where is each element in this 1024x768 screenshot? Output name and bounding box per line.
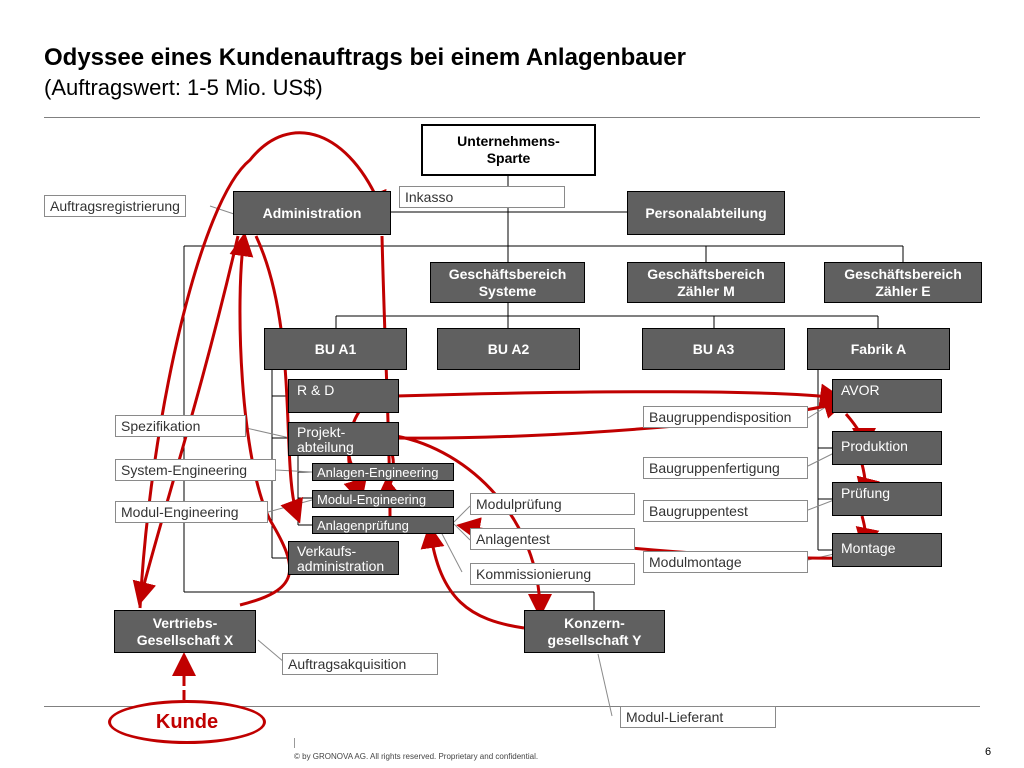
org-bu-a2: BU A2 xyxy=(437,328,580,370)
org-vertriebsgesellschaft-x: Vertriebs- Gesellschaft X xyxy=(114,610,256,653)
label-anlagentest: Anlagentest xyxy=(470,528,635,550)
label-spezifikation: Spezifikation xyxy=(115,415,246,437)
page-title: Odyssee eines Kundenauftrags bei einem A… xyxy=(44,44,686,71)
org-unternehmenssparte: Unternehmens- Sparte xyxy=(421,124,596,176)
org-anlagenpruefung: Anlagenprüfung xyxy=(312,516,454,534)
org-montage: Montage xyxy=(832,533,942,567)
label-baugruppendisposition: Baugruppendisposition xyxy=(643,406,808,428)
org-avor: AVOR xyxy=(832,379,942,413)
org-rd: R & D xyxy=(288,379,399,413)
org-personalabteilung: Personalabteilung xyxy=(627,191,785,235)
label-kommissionierung: Kommissionierung xyxy=(470,563,635,585)
org-bu-a3: BU A3 xyxy=(642,328,785,370)
label-modul-lieferant: Modul-Lieferant xyxy=(620,706,776,728)
org-produktion: Produktion xyxy=(832,431,942,465)
org-fabrik-a: Fabrik A xyxy=(807,328,950,370)
page-subtitle: (Auftragswert: 1-5 Mio. US$) xyxy=(44,75,323,100)
label-auftragsakquisition: Auftragsakquisition xyxy=(282,653,438,675)
label-inkasso: Inkasso xyxy=(399,186,565,208)
org-gb-zaehler-e: Geschäftsbereich Zähler E xyxy=(824,262,982,303)
org-modul-engineering: Modul-Engineering xyxy=(312,490,454,508)
label-baugruppentest: Baugruppentest xyxy=(643,500,808,522)
org-bu-a1: BU A1 xyxy=(264,328,407,370)
page-number: 6 xyxy=(985,746,992,758)
top-divider xyxy=(44,117,980,118)
label-baugruppenfertigung: Baugruppenfertigung xyxy=(643,457,808,479)
label-auftragsregistrierung: Auftragsregistrierung xyxy=(44,195,186,217)
kunde-label: Kunde xyxy=(155,710,219,733)
org-administration: Administration xyxy=(233,191,391,235)
kunde-ellipse: Kunde xyxy=(108,700,266,744)
label-modulpruefung: Modulprüfung xyxy=(470,493,635,515)
org-projektabteilung: Projekt- abteilung xyxy=(288,422,399,456)
org-gb-systeme: Geschäftsbereich Systeme xyxy=(430,262,585,303)
org-verkaufsadministration: Verkaufs- administration xyxy=(288,541,399,575)
org-anlagen-engineering: Anlagen-Engineering xyxy=(312,463,454,481)
org-gb-zaehler-m: Geschäftsbereich Zähler M xyxy=(627,262,785,303)
label-system-engineering: System-Engineering xyxy=(115,459,276,481)
footer-divider xyxy=(294,738,295,748)
label-modul-engineering: Modul-Engineering xyxy=(115,501,268,523)
label-modulmontage: Modulmontage xyxy=(643,551,808,573)
footer-copyright: © by GRONOVA AG. All rights reserved. Pr… xyxy=(294,752,539,761)
org-konzerngesellschaft-y: Konzern- gesellschaft Y xyxy=(524,610,665,653)
org-pruefung: Prüfung xyxy=(832,482,942,516)
bottom-divider xyxy=(44,706,980,707)
